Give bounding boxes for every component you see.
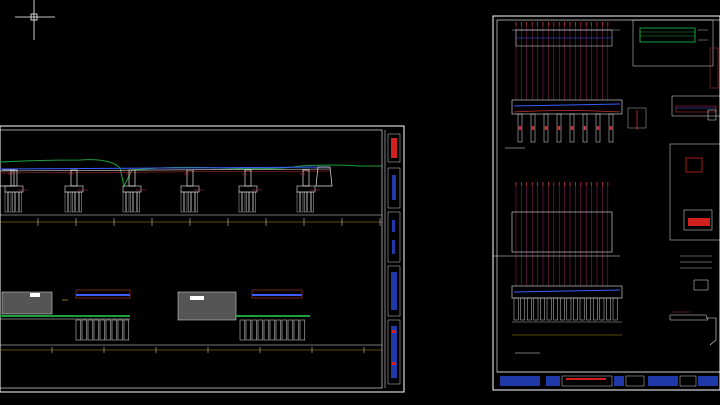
right-sheet-border bbox=[492, 15, 720, 391]
title-block-logo-icon bbox=[391, 138, 397, 158]
bridge-plan-view-top bbox=[505, 22, 623, 149]
deck-detail-top-right bbox=[632, 19, 719, 89]
pier-3 bbox=[122, 169, 146, 213]
right-title-block bbox=[497, 371, 720, 387]
bridge-plan-view-middle bbox=[493, 182, 620, 286]
pier-1 bbox=[4, 169, 28, 213]
crosshair-cursor-icon bbox=[15, 0, 55, 40]
pier-5 bbox=[238, 169, 262, 213]
left-sheet-border bbox=[0, 125, 405, 393]
left-sheet-inner-border bbox=[0, 129, 383, 389]
deck-line bbox=[0, 166, 331, 170]
left-drawing-sheet[interactable] bbox=[0, 125, 405, 393]
bearing-detail bbox=[627, 95, 720, 130]
reinforcement-detail bbox=[669, 143, 720, 291]
right-sheet-inner-border bbox=[496, 19, 720, 373]
pier-6 bbox=[296, 169, 320, 213]
right-drawing-sheet[interactable] bbox=[492, 15, 720, 391]
bridge-elevation-bottom bbox=[511, 285, 717, 354]
bridge-longitudinal-profile bbox=[0, 159, 382, 226]
bridge-cross-section-a bbox=[0, 289, 131, 341]
left-title-block bbox=[384, 130, 401, 388]
bridge-cross-section-b bbox=[177, 289, 310, 341]
pier-4 bbox=[180, 169, 204, 213]
pier-2 bbox=[64, 169, 88, 213]
